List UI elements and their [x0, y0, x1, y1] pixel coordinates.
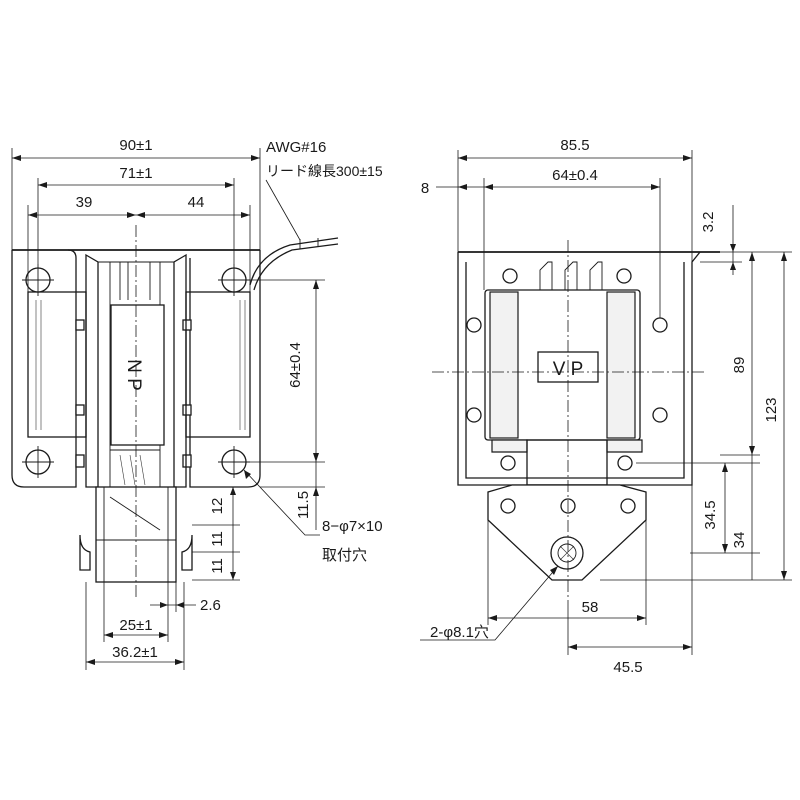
- dim-step-12: 12: [209, 498, 226, 515]
- dim-side-overall-width: 85.5: [560, 137, 589, 154]
- front-mount-holes: [22, 264, 250, 478]
- side-coil: V P: [484, 261, 643, 486]
- dim-stroke-34: 34: [731, 532, 748, 549]
- dim-stroke-34-5: 34.5: [702, 500, 719, 529]
- front-lead-wire: [249, 179, 339, 291]
- wire-gauge-note: AWG#16: [266, 139, 326, 156]
- front-coil: N P: [85, 253, 187, 488]
- dim-height-89: 89: [731, 357, 748, 374]
- front-dimensions: 90±1 71±1 39 44 64±0.4 11.: [11, 137, 325, 670]
- front-view: N P: [11, 137, 383, 670]
- dim-plunger-width: 25±1: [119, 617, 152, 634]
- mount-hole-caption: 取付穴: [322, 547, 367, 564]
- side-view: V P 85.5: [420, 137, 792, 676]
- dim-right-offset: 44: [188, 194, 205, 211]
- wire-length-note: リード線長300±15: [266, 163, 383, 179]
- dim-overall-width: 90±1: [119, 137, 152, 154]
- side-plunger-plate: [487, 484, 647, 581]
- dim-hole-pitch: 64±0.4: [287, 342, 304, 388]
- pivot-hole-spec: 2-φ8.1穴: [430, 624, 489, 641]
- dim-inner-width: 71±1: [119, 165, 152, 182]
- dim-left-offset: 39: [76, 194, 93, 211]
- dim-hole-to-bottom: 11.5: [295, 491, 312, 519]
- dim-top-plate: 3.2: [700, 212, 717, 233]
- front-notes: AWG#16 リード線長300±15 8−φ7×10 取付穴: [243, 139, 383, 564]
- dim-side-left-margin: 8: [421, 180, 429, 197]
- mount-hole-spec: 8−φ7×10: [322, 518, 383, 535]
- side-dimensions: 85.5 64±0.4 8 3.2 89: [421, 137, 792, 676]
- dim-base-width: 36.2±1: [112, 644, 158, 661]
- front-body-label: N P: [123, 359, 144, 391]
- dim-height-123: 123: [763, 397, 780, 422]
- side-notes: 2-φ8.1穴: [420, 565, 559, 641]
- dim-width-58: 58: [582, 599, 599, 616]
- dim-step-11a: 11: [209, 531, 226, 547]
- dim-width-45-5: 45.5: [613, 659, 642, 676]
- dim-step-11b: 11: [209, 558, 226, 574]
- dim-side-inner-width: 64±0.4: [552, 167, 598, 184]
- dim-plate-thickness: 2.6: [200, 597, 221, 614]
